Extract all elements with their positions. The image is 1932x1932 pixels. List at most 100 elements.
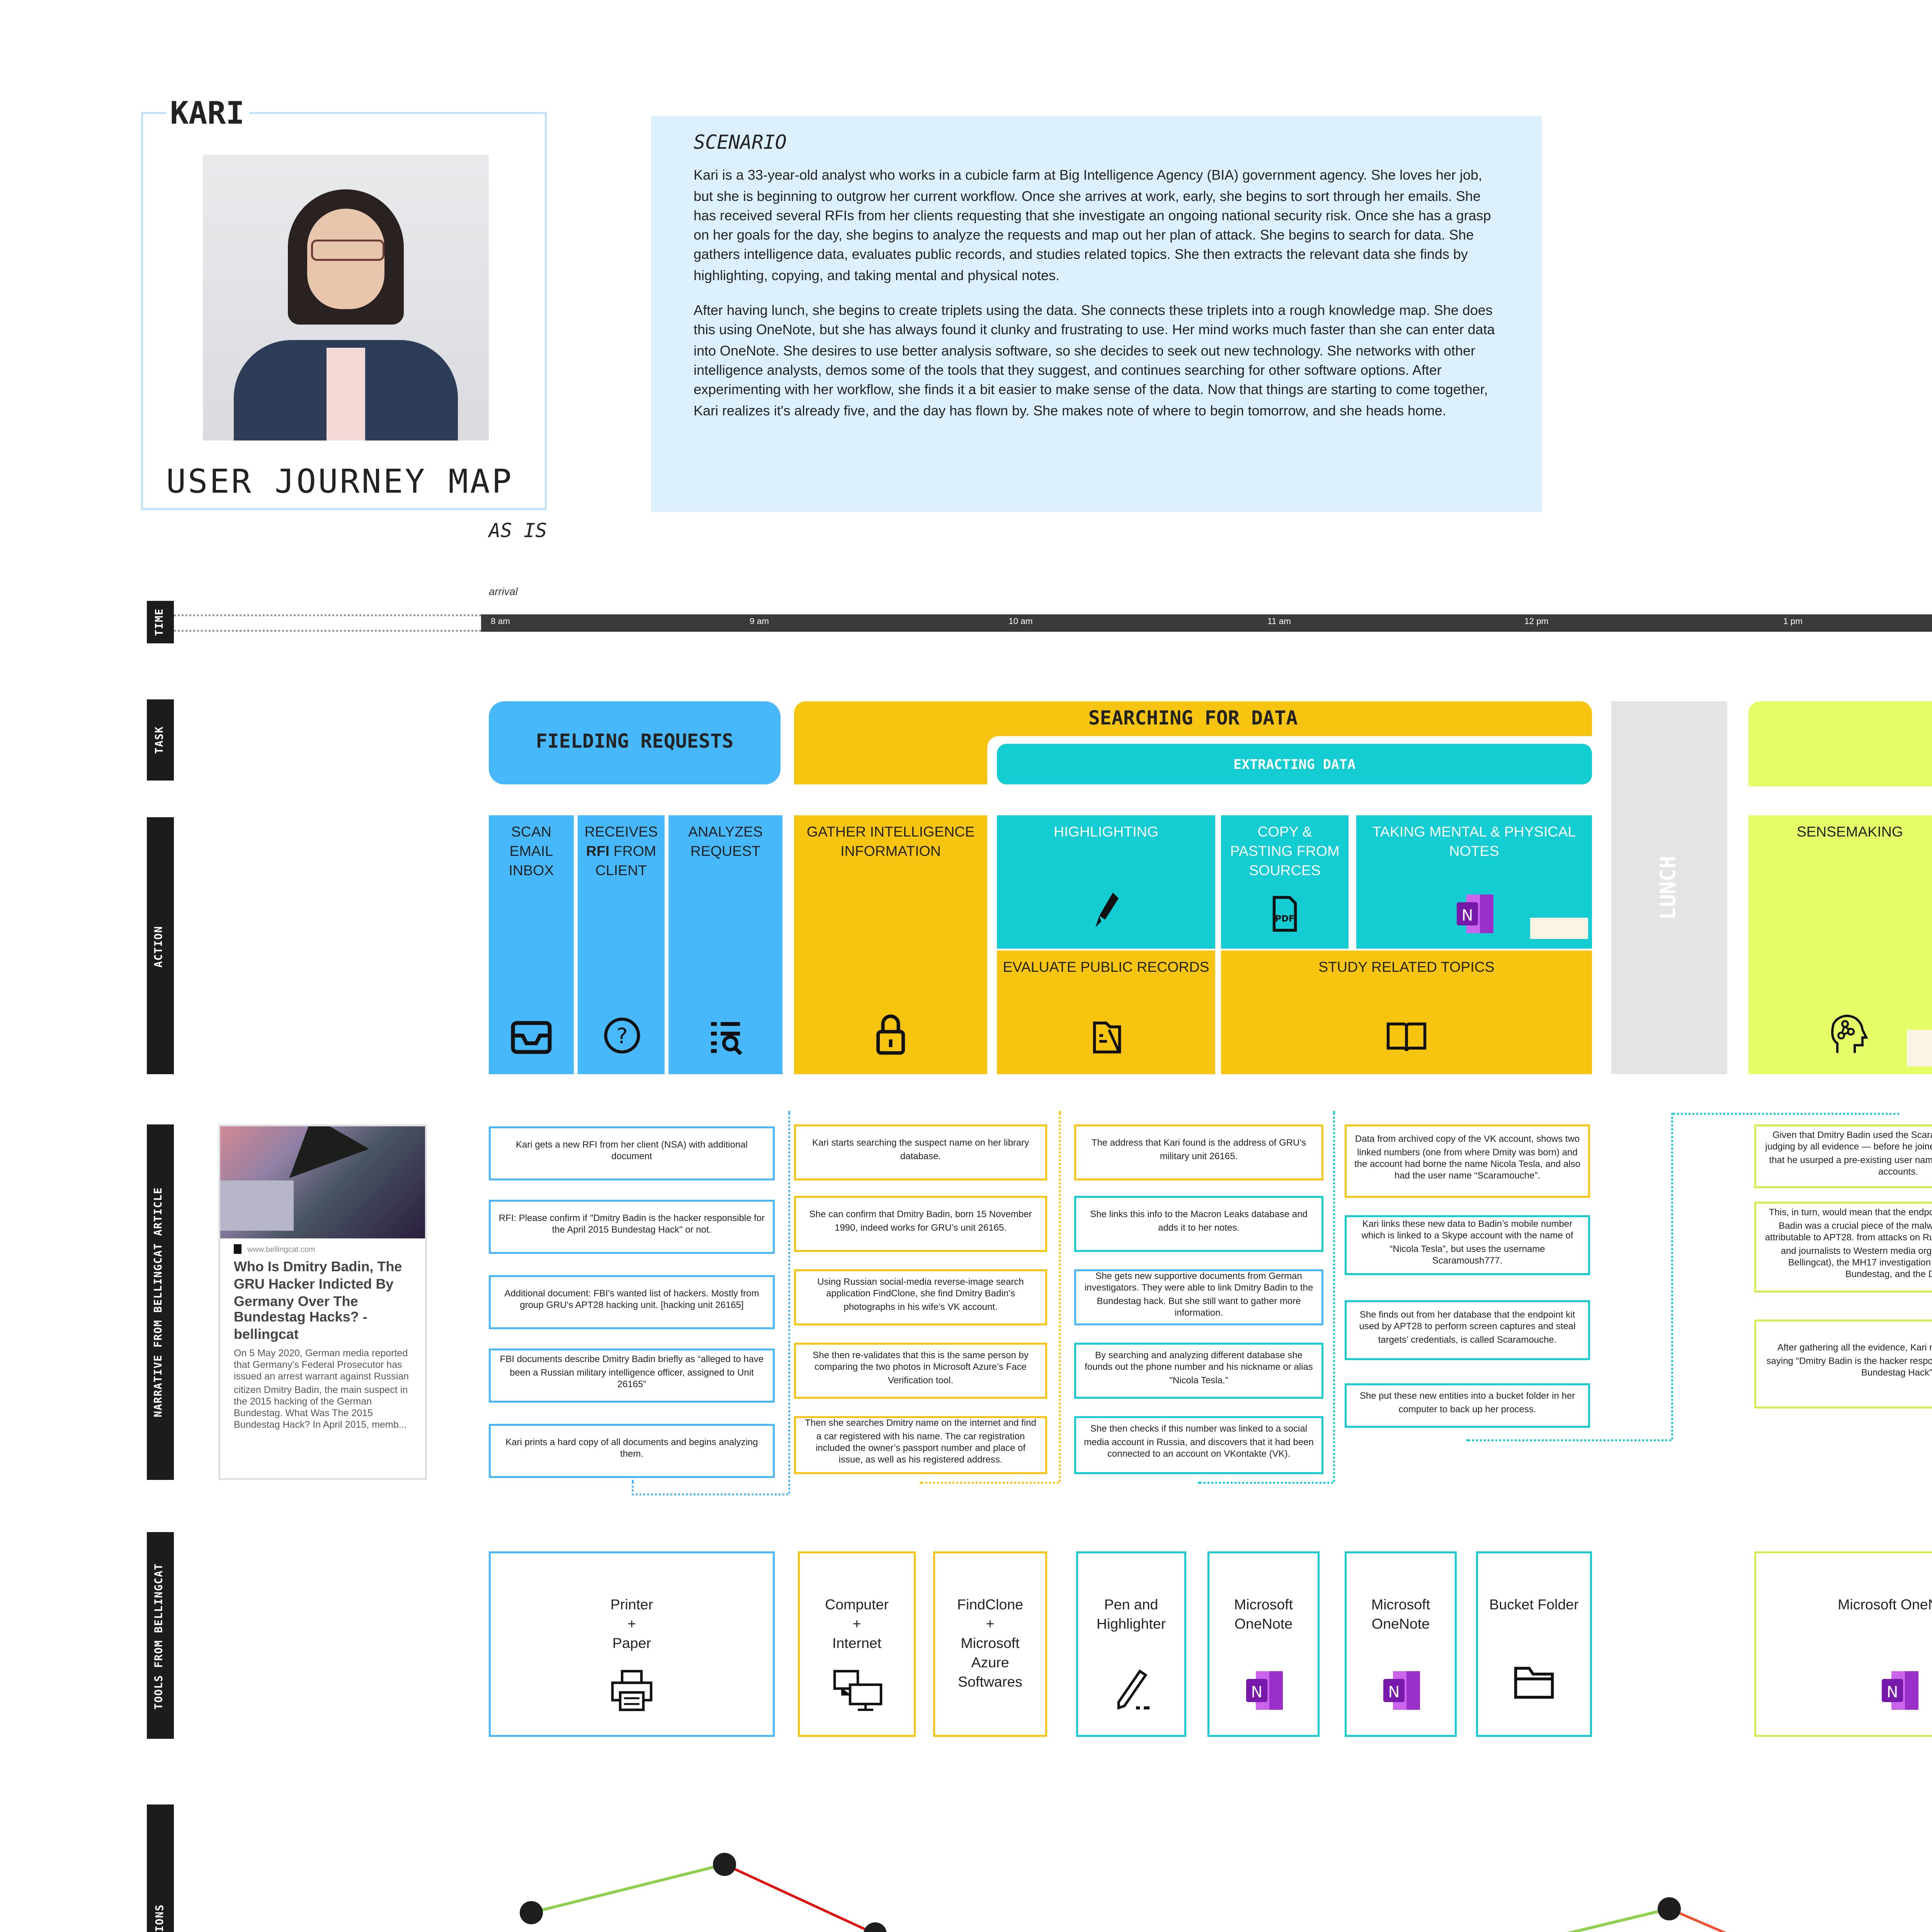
time-tick: 9 am (750, 616, 769, 626)
pen-icon (1078, 1669, 1184, 1712)
article-thumbnail (220, 1126, 425, 1238)
lunch-block: LUNCH (1611, 701, 1727, 1074)
time-tick: 1 pm (1783, 616, 1803, 626)
time-tick: 11 am (1267, 616, 1291, 626)
narrative-card: After gathering all the evidence, Kari m… (1754, 1320, 1932, 1408)
narrative-card: She gets new supportive documents from G… (1074, 1269, 1323, 1325)
onenote-icon: N (1756, 1669, 1932, 1712)
scenario-paragraph-2: After having lunch, she begins to create… (694, 301, 1495, 418)
action-evaluate-records[interactable]: EVALUATE PUBLIC RECORDS (997, 951, 1215, 1074)
row-label-narrative: NARRATIVE FROM BELLINGCAT ARTICLE (147, 1124, 174, 1480)
onenote-icon: N (1356, 893, 1592, 935)
inbox-icon (489, 1020, 574, 1055)
narrative-card: Given that Dmitry Badin used the Scaramo… (1754, 1124, 1932, 1188)
narrative-card: Kari links these new data to Badin’s mob… (1345, 1215, 1590, 1275)
printer-icon (491, 1669, 773, 1712)
svg-text:PDF: PDF (1275, 914, 1295, 924)
onenote-icon: N (1209, 1669, 1318, 1712)
time-guide-line (174, 630, 481, 632)
action-receives-rfi[interactable]: RECEIVES RFI FROM CLIENT ? (578, 815, 665, 1074)
narrative-card: She finds out from her database that the… (1345, 1300, 1590, 1360)
article-domain: www.bellingcat.com (247, 1244, 315, 1254)
article-excerpt: On 5 May 2020, German media reported tha… (234, 1348, 409, 1432)
row-label-tools: TOOLS FROM BELLINGCAT (147, 1532, 174, 1739)
svg-text:?: ? (616, 1024, 627, 1048)
computer-icon (800, 1669, 914, 1712)
folder-icon (1478, 1665, 1590, 1700)
tool-bucket-folder: Bucket Folder (1476, 1551, 1592, 1737)
svg-text:N: N (1462, 907, 1473, 925)
task-fielding-requests[interactable]: FIELDING REQUESTS (489, 701, 781, 784)
narrative-card: She then checks if this number was linke… (1074, 1416, 1323, 1474)
narrative-card: Kari gets a new RFI from her client (NSA… (489, 1126, 775, 1180)
narrative-card: Then she searches Dmitry name on the int… (794, 1416, 1047, 1474)
action-scan-inbox[interactable]: SCAN EMAIL INBOX (489, 815, 574, 1074)
narrative-card: RFI: Please confirm if "Dmitry Badin is … (489, 1200, 775, 1254)
question-icon: ? (578, 1016, 665, 1055)
svg-text:N: N (1388, 1684, 1400, 1701)
action-gather-intelligence[interactable]: GATHER INTELLIGENCE INFORMATION (794, 815, 987, 1074)
action-analyzes-request[interactable]: ANALYZES REQUEST (668, 815, 782, 1074)
narrative-card: By searching and analyzing different dat… (1074, 1343, 1323, 1399)
onenote-icon: N (1347, 1669, 1455, 1712)
row-label-emotions: EMOTIONS (147, 1804, 174, 1932)
time-tick: 8 am (491, 616, 510, 626)
persona-frame (141, 112, 547, 510)
narrative-card: This, in turn, would mean that the endpo… (1754, 1202, 1932, 1293)
bellingcat-logo-icon (234, 1244, 242, 1254)
time-tick: 10 am (1009, 616, 1033, 626)
tool-computer-internet: Computer+Internet (798, 1551, 916, 1737)
narrative-card: Kari prints a hard copy of all documents… (489, 1424, 775, 1478)
persona-name: KARI (166, 95, 248, 131)
narrative-card: Data from archived copy of the VK accoun… (1345, 1124, 1590, 1198)
task-structuring-data[interactable]: STRUCTURING DATA (1748, 701, 1932, 786)
note-thumbnail (1907, 1030, 1932, 1066)
note-thumbnail (1530, 918, 1588, 939)
article-title: Who Is Dmitry Badin, The GRU Hacker Indi… (234, 1258, 402, 1343)
head-network-icon (1748, 1009, 1932, 1055)
map-state-label: AS IS (489, 522, 547, 543)
narrative-card: The address that Kari found is the addre… (1074, 1124, 1323, 1180)
book-icon (1221, 1020, 1592, 1055)
task-extracting-data[interactable]: EXTRACTING DATA (997, 744, 1592, 784)
pdf-file-icon: PDF (1221, 895, 1349, 933)
scenario-heading: SCENARIO (694, 133, 787, 155)
svg-text:N: N (1886, 1684, 1897, 1701)
narrative-card: She can confirm that Dmitry Badin, born … (794, 1196, 1047, 1252)
scenario-paragraph-1: Kari is a 33-year-old analyst who works … (694, 167, 1491, 284)
time-guide-line (174, 614, 481, 616)
tool-onenote: Microsoft OneNote N (1754, 1551, 1932, 1737)
narrative-card: FBI documents describe Dmitry Badin brie… (489, 1349, 775, 1403)
bellingcat-article-card[interactable]: www.bellingcat.com Who Is Dmitry Badin, … (218, 1124, 427, 1480)
narrative-card: Kari starts searching the suspect name o… (794, 1124, 1047, 1180)
action-taking-notes[interactable]: TAKING MENTAL & PHYSICAL NOTES N (1356, 815, 1592, 949)
folder-document-icon (997, 1020, 1215, 1055)
narrative-card: Additional document: FBI's wanted list o… (489, 1275, 775, 1329)
narrative-card: She links this info to the Macron Leaks … (1074, 1196, 1323, 1252)
row-label-action: ACTION (147, 817, 174, 1074)
action-highlighting[interactable]: HIGHLIGHTING (997, 815, 1215, 949)
time-bar: 8 am 9 am 10 am 11 am 12 pm 1 pm 2 pm 3 … (481, 614, 1932, 632)
persona-photo (203, 155, 489, 440)
scenario-panel: SCENARIO Kari is a 33-year-old analyst w… (651, 116, 1542, 512)
row-label-task: TASK (147, 699, 174, 781)
narrative-card: She put these new entities into a bucket… (1345, 1383, 1590, 1428)
action-sensemaking-1[interactable]: SENSEMAKING (1748, 815, 1932, 1074)
arrival-label: arrival (489, 587, 518, 599)
time-tick: 12 pm (1524, 616, 1549, 626)
action-copy-pasting[interactable]: COPY & PASTING FROM SOURCES PDF (1221, 815, 1349, 949)
svg-text:N: N (1251, 1684, 1263, 1701)
tool-printer-paper: Printer+Paper (489, 1551, 775, 1737)
action-study-topics[interactable]: STUDY RELATED TOPICS (1221, 951, 1592, 1074)
narrative-card: She then re-validates that this is the s… (794, 1343, 1047, 1399)
page-title: USER JOURNEY MAP (166, 464, 514, 502)
row-label-time: TIME (147, 601, 174, 643)
lock-icon (794, 1012, 987, 1055)
list-search-icon (668, 1020, 782, 1055)
